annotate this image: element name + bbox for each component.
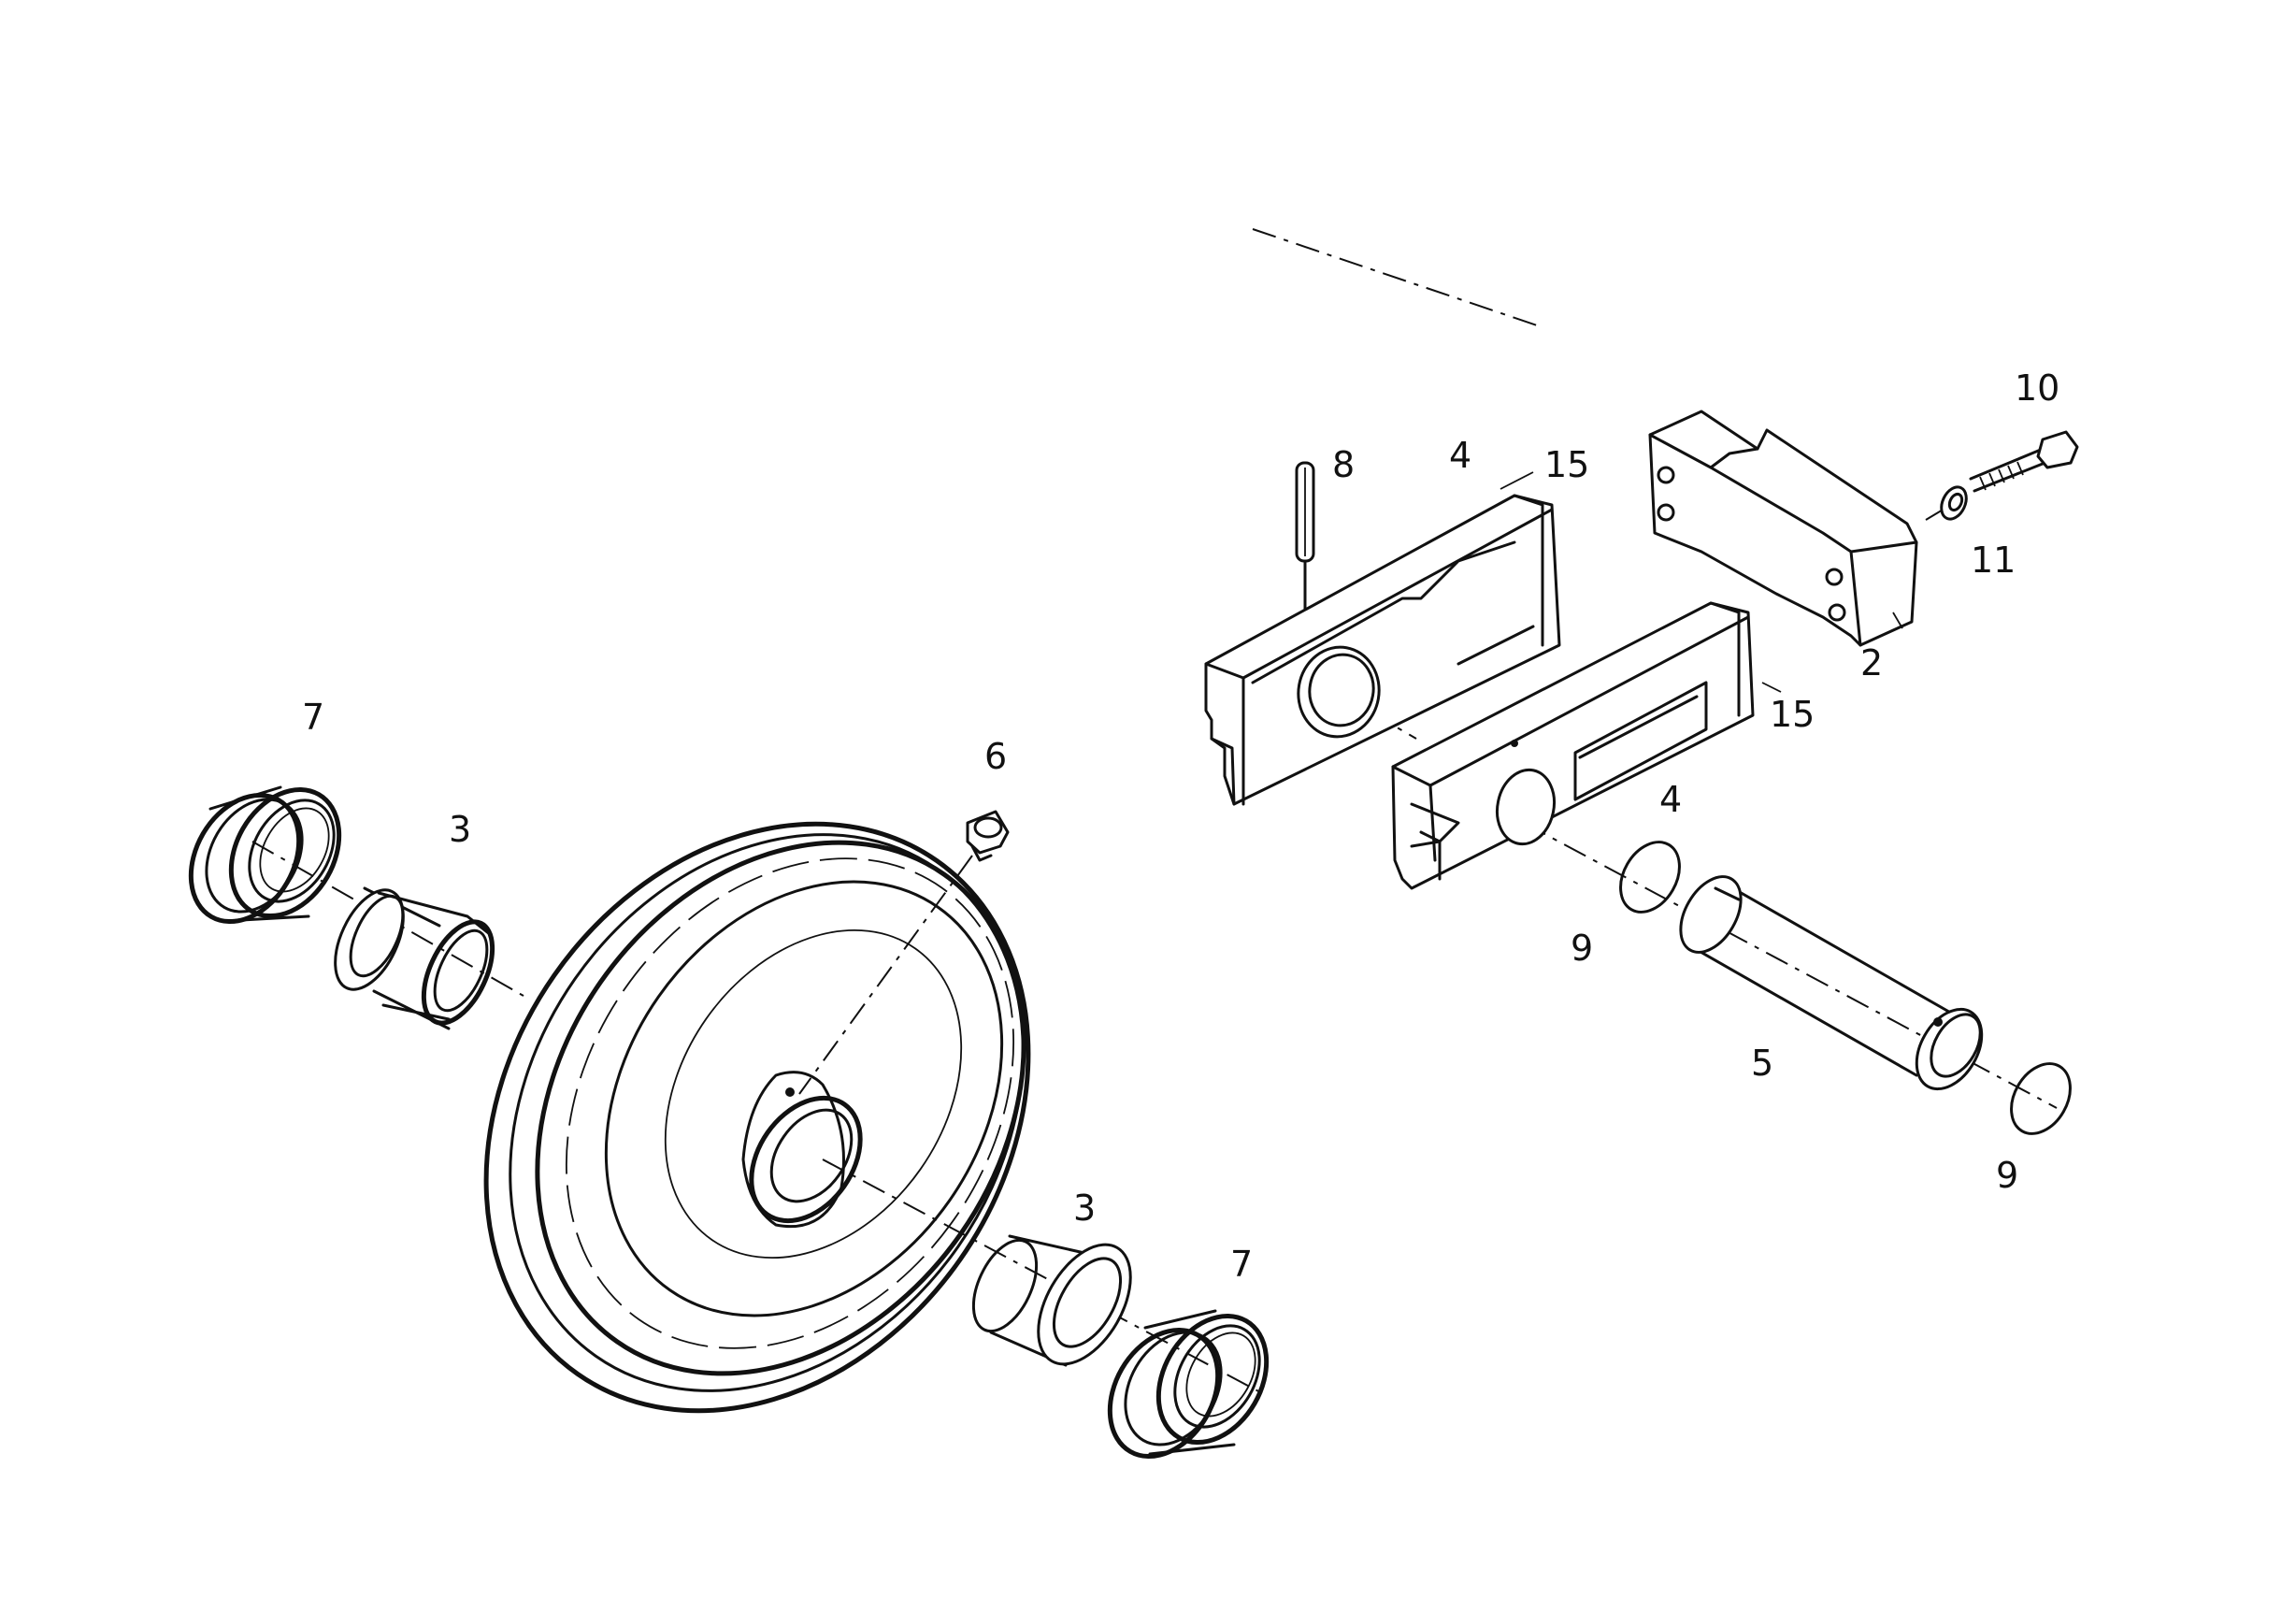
callout-7-left: 7 bbox=[302, 697, 324, 738]
adjusting-block bbox=[1648, 410, 1918, 647]
callout-15-lower: 15 bbox=[1770, 694, 1815, 735]
bolt bbox=[1969, 430, 2079, 493]
callout-7-right: 7 bbox=[1230, 1244, 1253, 1285]
callout-3-right: 3 bbox=[1073, 1187, 1096, 1229]
washer bbox=[1940, 485, 1968, 521]
center-lines bbox=[251, 228, 2058, 1394]
bushing-right bbox=[971, 1234, 1132, 1367]
callout-15-upper: 15 bbox=[1544, 444, 1589, 485]
callout-2: 2 bbox=[1860, 642, 1883, 684]
callout-4-upper: 4 bbox=[1449, 435, 1471, 476]
floating-seal-right bbox=[1107, 1309, 1270, 1460]
callout-10: 10 bbox=[2015, 367, 2059, 409]
bracket-upper bbox=[1204, 494, 1561, 806]
grease-plug bbox=[966, 810, 1010, 862]
callout-6: 6 bbox=[984, 736, 1007, 777]
callout-4-lower: 4 bbox=[1659, 779, 1682, 820]
bracket-lower bbox=[1391, 601, 1755, 890]
callout-8: 8 bbox=[1332, 444, 1355, 485]
callout-11: 11 bbox=[1971, 540, 2016, 581]
bushing-left bbox=[334, 886, 495, 1030]
callout-labels: 7 3 6 3 7 8 4 15 10 11 2 15 4 9 5 9 bbox=[302, 367, 2059, 1285]
spring-pin bbox=[1295, 461, 1315, 625]
callout-9-left: 9 bbox=[1571, 928, 1593, 969]
idler-wheel bbox=[483, 821, 1031, 1414]
o-rings bbox=[1619, 841, 2072, 1135]
callout-9-right: 9 bbox=[1996, 1155, 2018, 1196]
callout-5: 5 bbox=[1751, 1043, 1773, 1084]
leader-lines bbox=[1500, 471, 1903, 693]
shaft bbox=[1679, 875, 1984, 1091]
floating-seal-left bbox=[188, 785, 342, 925]
callout-3-left: 3 bbox=[449, 809, 471, 850]
